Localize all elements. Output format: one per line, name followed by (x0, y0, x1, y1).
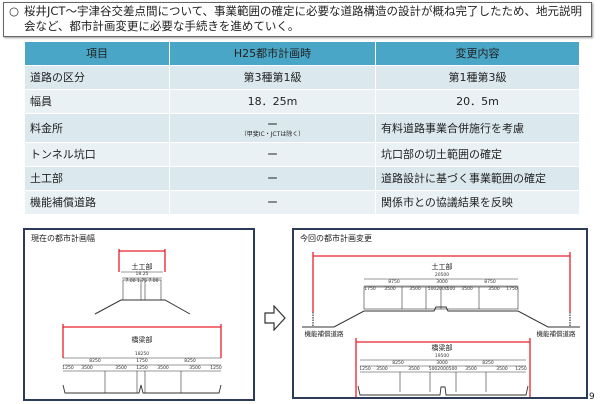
dim: 3500 (115, 366, 127, 371)
dim: 1250 (359, 367, 371, 372)
panel-title: 今回の都市計画変更 (300, 234, 372, 243)
bridge-section (357, 359, 529, 396)
cell-after: 道路設計に基づく事業範囲の確定 (376, 167, 579, 190)
bridge-range-marker (62, 324, 222, 358)
bridge-label: 橋梁部 (431, 344, 453, 352)
cell-after: 有料道路事業合併施行を考慮 (376, 114, 579, 142)
dim: 8250 (482, 361, 494, 366)
dim: 2000 (437, 367, 449, 372)
cell-after: 坑口部の切土範囲の確定 (376, 143, 579, 166)
earthwork-dims: 7.00 1.75 7.00 (125, 279, 159, 284)
cell-after: 第1種第3級 (376, 66, 579, 89)
bridge-width: 19500 (434, 354, 450, 359)
cell-before: ー (170, 191, 375, 214)
cell-before: 第3種第1級 (170, 66, 375, 89)
dim: 3500 (376, 367, 388, 372)
cell-after: 関係市との協議結果を反映 (376, 191, 579, 214)
bridge-section (62, 357, 222, 394)
header-item: 項目 (25, 42, 169, 65)
page-number: 9 (589, 392, 595, 402)
bridge-range-marker (355, 338, 531, 397)
right-arrow-icon (264, 305, 286, 331)
table-row: 機能補償道路ー関係市との協議結果を反映 (25, 191, 579, 214)
dim: 3500 (488, 287, 500, 292)
bridge-width: 18250 (134, 352, 150, 357)
dim: 3000 (436, 280, 448, 285)
cell-before: ー (170, 143, 375, 166)
current-plan-panel: 現在の都市計画幅 土工部 18.25 7.00 1.75 7.00 橋梁部 18… (23, 228, 255, 401)
header-before: H25都市計画時 (170, 42, 375, 65)
cell-item: 料金所 (25, 114, 169, 142)
earthwork-range-marker (312, 252, 571, 312)
side-road-right-label: 機能補償道路 (536, 330, 576, 338)
table-row: 道路の区分第3種第1級第1種第3級 (25, 66, 579, 89)
dim: 8750 (388, 280, 400, 285)
earthwork-section (302, 278, 580, 328)
cell-item: 土工部 (25, 167, 169, 190)
dim: 3500 (496, 367, 508, 372)
cell-before-value: ー (267, 118, 278, 131)
earthwork-label: 土工部 (431, 263, 453, 271)
dim: 3500 (408, 367, 420, 372)
dim: 8250 (89, 359, 101, 364)
dim: 500 (448, 367, 458, 372)
table-row: トンネル坑口ー坑口部の切土範囲の確定 (25, 143, 579, 166)
cell-after: 20．5m (376, 90, 579, 113)
cell-item: 幅員 (25, 90, 169, 113)
table-row: 土工部ー道路設計に基づく事業範囲の確定 (25, 167, 579, 190)
changed-plan-panel: 今回の都市計画変更 土工部 20500 8750 3000 8750 1750 … (292, 228, 588, 399)
panel-title: 現在の都市計画幅 (31, 234, 95, 243)
earthwork-range-marker (118, 249, 166, 272)
cell-before: ー (170, 167, 375, 190)
dim: 3500 (384, 287, 396, 292)
dim: 3500 (409, 287, 421, 292)
dim: 1250 (515, 367, 527, 372)
bullet-circle: ○ (9, 4, 20, 18)
cell-item: 機能補償道路 (25, 191, 169, 214)
dim: 1250 (62, 366, 74, 371)
cell-item: トンネル坑口 (25, 143, 169, 166)
cell-before: ー（甲斐IC・JCTは除く） (170, 114, 375, 142)
bridge-label: 橋梁部 (131, 336, 153, 344)
dim: 500 (427, 287, 437, 292)
table-header: 項目 H25都市計画時 変更内容 (25, 42, 579, 65)
dim: 1750 (506, 287, 518, 292)
dim: 3500 (461, 287, 473, 292)
dim: 8250 (184, 359, 196, 364)
dim: 2000 (436, 287, 448, 292)
dim: 3000 (436, 361, 448, 366)
table-row: 料金所ー（甲斐IC・JCTは除く）有料道路事業合併施行を考慮 (25, 114, 579, 142)
cell-before: 18．25m (170, 90, 375, 113)
summary-box: ○ 桜井JCT～宇津谷交差点間について、事業範囲の確定に必要な道路構造の設計が概… (3, 2, 592, 37)
header-after: 変更内容 (376, 42, 579, 65)
dim: 500 (446, 287, 456, 292)
changed-cross-section-diagram (302, 252, 580, 397)
earthwork-width: 20500 (434, 273, 450, 278)
dim: 8250 (392, 361, 404, 366)
earthwork-section (94, 271, 191, 315)
summary-text: 桜井JCT～宇津谷交差点間について、事業範囲の確定に必要な道路構造の設計が概ね完… (24, 4, 583, 33)
current-cross-section-diagram (62, 249, 222, 394)
earthwork-label: 土工部 (131, 263, 153, 271)
dim: 3500 (157, 366, 169, 371)
cell-before-note: （甲斐IC・JCTは除く） (240, 131, 305, 138)
dim: 1750 (364, 287, 376, 292)
dim: 1750 (136, 359, 148, 364)
dim: 3500 (465, 367, 477, 372)
dim: 1250 (210, 366, 222, 371)
cell-item: 道路の区分 (25, 66, 169, 89)
dim: 3500 (189, 366, 201, 371)
earthwork-width: 18.25 (135, 272, 149, 277)
dim: 500 (428, 367, 438, 372)
dim: 8750 (484, 280, 496, 285)
dim: 1250 (136, 366, 148, 371)
dim: 3500 (81, 366, 93, 371)
side-road-left-label: 機能補償道路 (304, 330, 344, 338)
